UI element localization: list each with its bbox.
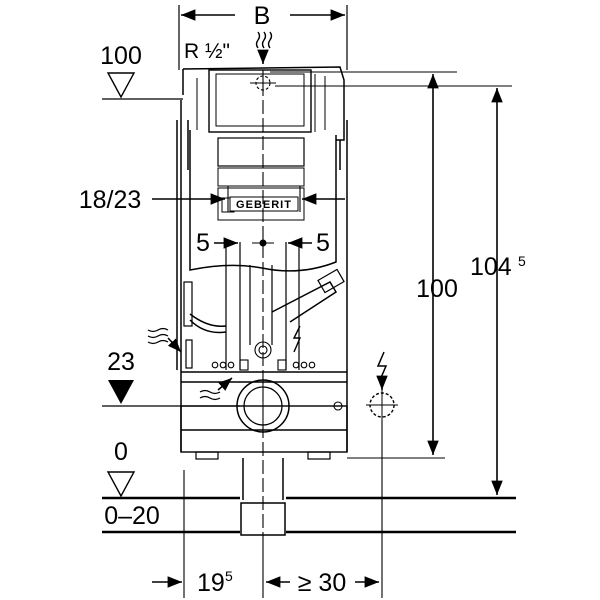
frame-depth-dimension: 18/23: [79, 186, 345, 214]
floor-lines: [102, 496, 516, 534]
level-23-label: 23: [107, 348, 135, 376]
water-supply-icon: [255, 31, 273, 64]
height-104-dimension: 104 5: [275, 85, 526, 495]
dim-30-label: ≥ 30: [298, 569, 346, 597]
width-label: B: [254, 2, 271, 30]
brand-logo: GEBERIT: [229, 196, 299, 212]
dim-19-superscript: 5: [225, 568, 233, 584]
offset-right-label: 5: [316, 229, 330, 257]
electric-connection-icon: [292, 325, 398, 421]
width-dimension: B: [178, 2, 348, 70]
supply-centre-mark: [250, 70, 276, 96]
flush-valve-icon: [147, 327, 233, 401]
level-100-label: 100: [100, 42, 142, 70]
level-0-marker: 0: [106, 438, 136, 498]
floor-range-label: 0–20: [104, 502, 160, 530]
level-23-marker: 23: [102, 348, 240, 407]
waste-outlet: [240, 100, 286, 545]
height-104-label: 104: [470, 253, 512, 281]
supply-thread-label: R ½": [184, 40, 230, 63]
bottom-dimensions: 19 5 ≥ 30: [152, 420, 383, 598]
dim-19-label: 19: [197, 569, 225, 597]
height-100-label: 100: [416, 275, 458, 303]
level-100-marker: 100: [100, 42, 183, 100]
frame-depth-label: 18/23: [79, 186, 142, 214]
level-0-label: 0: [114, 438, 128, 466]
installation-frame: [176, 66, 348, 460]
offset-left-label: 5: [196, 229, 210, 257]
brand-label: GEBERIT: [236, 199, 292, 211]
height-100-dimension: 100: [270, 71, 458, 459]
fittings: [211, 341, 343, 411]
offset-dimension: 5 5: [196, 229, 330, 257]
height-104-superscript: 5: [518, 253, 526, 269]
